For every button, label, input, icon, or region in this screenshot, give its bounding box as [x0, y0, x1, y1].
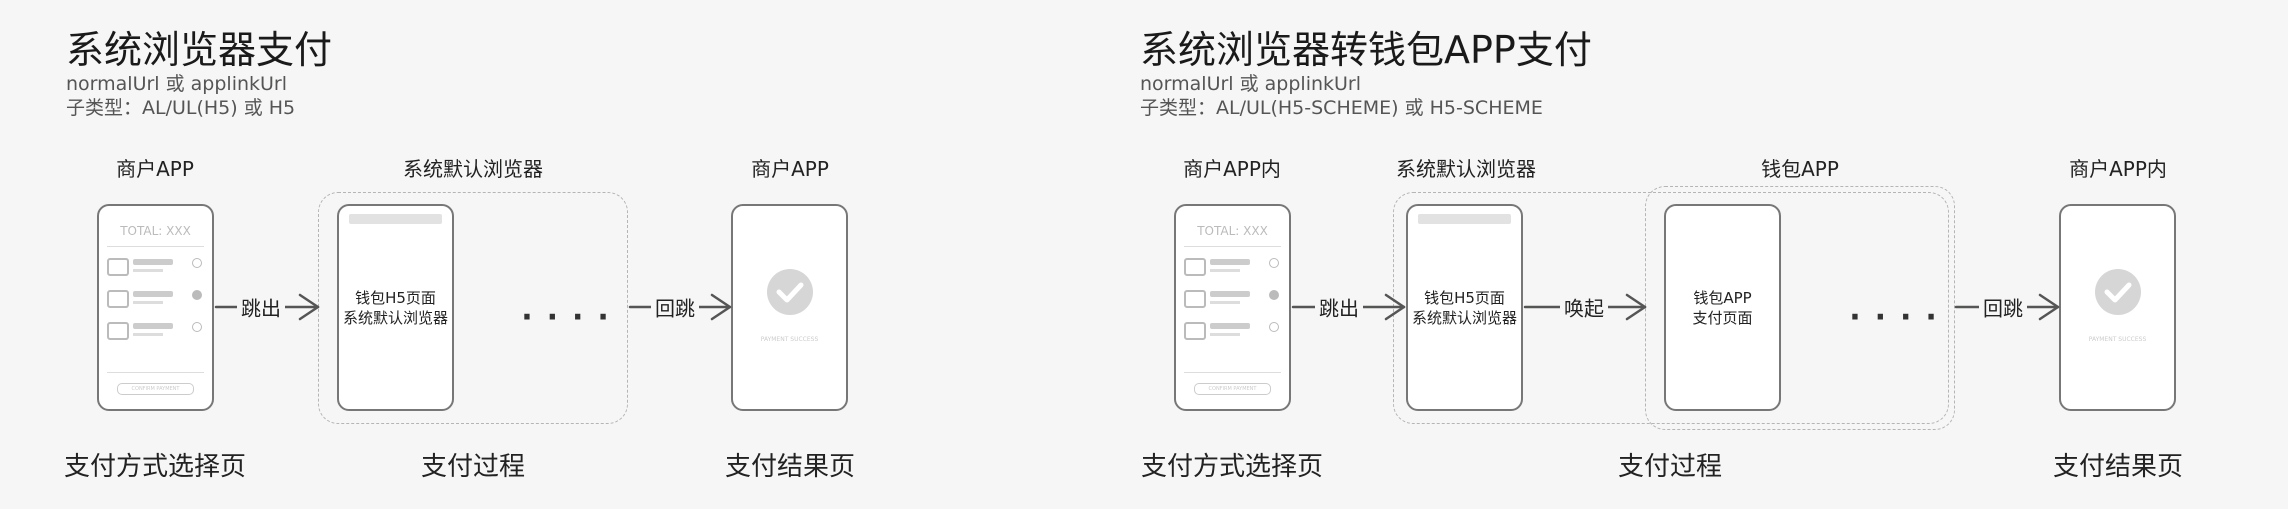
right-label-merchant-app-result: 商户APP内	[2069, 157, 2167, 181]
arrow-head	[2038, 293, 2060, 321]
wallet-icon	[107, 258, 129, 276]
right-phone-wallet: 钱包APP 支付页面	[1664, 204, 1781, 411]
radio-selected-icon	[192, 290, 202, 300]
left-title: 系统浏览器支付	[66, 28, 333, 72]
right-phone-result: PAYMENT SUCCESS	[2059, 204, 2176, 411]
radio-icon	[192, 258, 202, 268]
ellipsis-dots: ....	[1849, 292, 1951, 328]
arrow-label-return: 回跳	[1979, 292, 2027, 322]
payment-option	[107, 320, 204, 344]
divider	[107, 372, 204, 373]
right-bottom-process: 支付过程	[1617, 452, 1723, 482]
left-subtitle-urls: normalUrl 或 applinkUrl	[66, 73, 288, 95]
divider	[107, 246, 204, 247]
payment-success-text: PAYMENT SUCCESS	[2088, 336, 2147, 343]
right-subtitle-urls: normalUrl 或 applinkUrl	[1140, 73, 1362, 95]
payment-option	[1184, 320, 1281, 344]
total-text: TOTAL: XXX	[120, 224, 191, 238]
left-bottom-selection-page: 支付方式选择页	[63, 452, 247, 482]
arrow-head	[1384, 293, 1406, 321]
payment-option	[1184, 288, 1281, 312]
arrow-label-jump-out: 跳出	[237, 292, 285, 322]
left-bottom-process: 支付过程	[420, 452, 526, 482]
phone-text-line: 钱包H5页面	[1424, 289, 1505, 307]
arrow-label-return: 回跳	[651, 292, 699, 322]
address-bar	[349, 214, 442, 224]
right-phone-browser: 钱包H5页面 系统默认浏览器	[1406, 204, 1523, 411]
wallet-icon	[1184, 290, 1206, 308]
arrow-label-jump-out: 跳出	[1315, 292, 1363, 322]
right-bottom-selection-page: 支付方式选择页	[1140, 452, 1324, 482]
right-label-browser: 系统默认浏览器	[1396, 157, 1536, 181]
radio-icon	[1269, 258, 1279, 268]
arrow-head	[298, 293, 320, 321]
wallet-icon	[107, 290, 129, 308]
ellipsis-dots: ....	[521, 292, 623, 328]
right-title: 系统浏览器转钱包APP支付	[1140, 28, 1592, 72]
radio-selected-icon	[1269, 290, 1279, 300]
address-bar	[1418, 214, 1511, 224]
confirm-payment-button: CONFIRM PAYMENT	[1194, 383, 1271, 395]
left-label-merchant-app: 商户APP	[116, 157, 194, 181]
phone-text-line: 系统默认浏览器	[1411, 309, 1517, 327]
left-label-browser: 系统默认浏览器	[403, 157, 543, 181]
left-subtitle-types: 子类型：AL/UL(H5) 或 H5	[66, 97, 296, 119]
divider	[1184, 246, 1281, 247]
check-circle-icon	[766, 269, 813, 315]
left-phone-selection: TOTAL: XXX CONFIRM PAYMENT	[97, 204, 214, 411]
right-phone-selection: TOTAL: XXX CONFIRM PAYMENT	[1174, 204, 1291, 411]
wallet-icon	[107, 322, 129, 340]
phone-text-line: 钱包H5页面	[355, 289, 436, 307]
arrow-head	[1625, 293, 1647, 321]
phone-text-line: 支付页面	[1692, 309, 1753, 327]
arrow-label-invoke: 唤起	[1560, 292, 1608, 322]
payment-option	[107, 256, 204, 280]
wallet-icon	[1184, 322, 1206, 340]
phone-text-line: 系统默认浏览器	[342, 309, 448, 327]
total-text: TOTAL: XXX	[1197, 224, 1268, 238]
right-label-wallet-app: 钱包APP	[1761, 157, 1839, 181]
wallet-icon	[1184, 258, 1206, 276]
left-phone-browser: 钱包H5页面 系统默认浏览器	[337, 204, 454, 411]
left-phone-result: PAYMENT SUCCESS	[731, 204, 848, 411]
arrow-head	[710, 293, 732, 321]
payment-option	[107, 288, 204, 312]
right-bottom-result-page: 支付结果页	[2052, 452, 2184, 482]
payment-success-text: PAYMENT SUCCESS	[760, 336, 819, 343]
check-circle-icon	[2094, 269, 2141, 315]
radio-icon	[192, 322, 202, 332]
left-bottom-result-page: 支付结果页	[724, 452, 856, 482]
right-label-merchant-app: 商户APP内	[1183, 157, 1281, 181]
left-label-merchant-app-result: 商户APP	[751, 157, 829, 181]
right-subtitle-types: 子类型：AL/UL(H5-SCHEME) 或 H5-SCHEME	[1140, 97, 1543, 119]
confirm-payment-button: CONFIRM PAYMENT	[117, 383, 194, 395]
radio-icon	[1269, 322, 1279, 332]
divider	[1184, 372, 1281, 373]
payment-option	[1184, 256, 1281, 280]
phone-text-line: 钱包APP	[1693, 289, 1752, 307]
